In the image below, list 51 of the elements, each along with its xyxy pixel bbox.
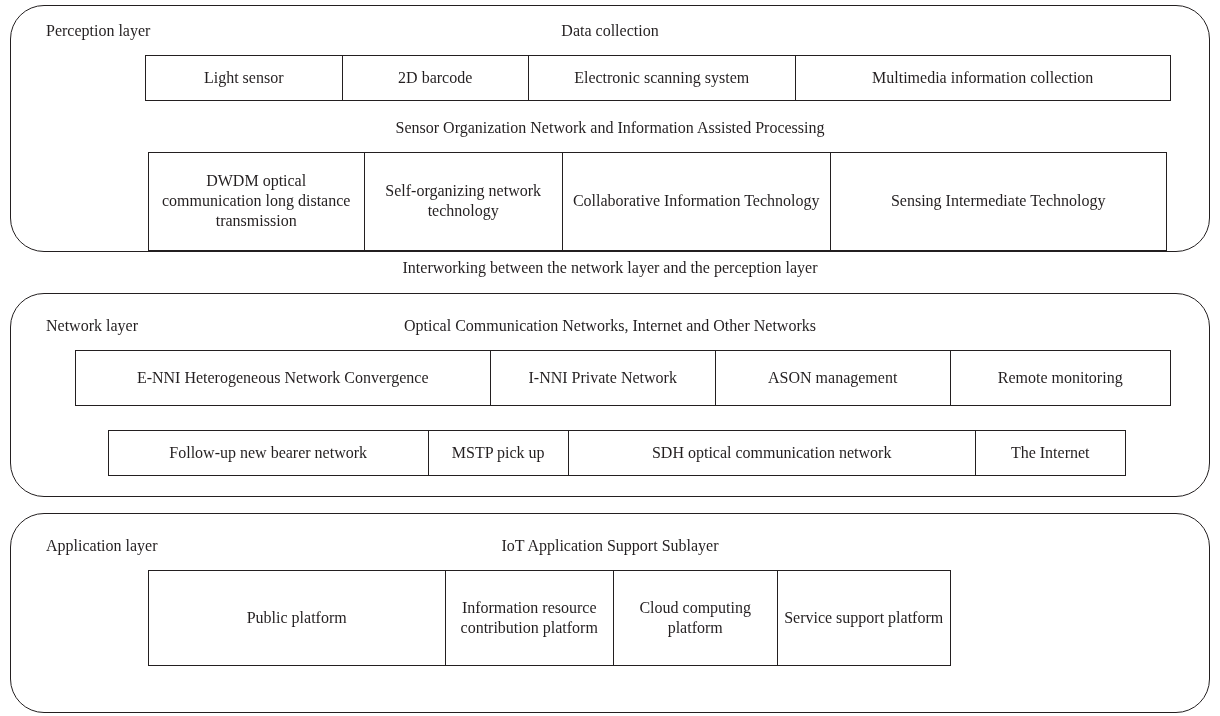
section-heading: Sensor Organization Network and Information Assisted Processing [395, 118, 825, 138]
section-heading: Data collection [561, 21, 659, 41]
component-label: I-NNI Private Network [528, 367, 677, 388]
component-label: Service support platform [784, 607, 944, 628]
component-box [144, 54, 343, 101]
component-box [714, 349, 951, 406]
component-label: Sensing Intermediate Technology [890, 191, 1106, 212]
component-box [561, 151, 831, 251]
component-label: Cloud computing platform [638, 597, 752, 638]
component-label: 2D barcode [398, 67, 473, 88]
component-label: Self-organizing network technology [384, 181, 542, 222]
interlayer-note: Interworking between the network layer and the perception layer [402, 258, 818, 278]
component-label: E-NNI Heterogeneous Network Convergence [136, 367, 429, 388]
component-box [74, 349, 491, 406]
layer-panel [10, 293, 1210, 497]
section-heading: IoT Application Support Sublayer [501, 536, 719, 556]
component-label: Collaborative Information Technology [572, 191, 820, 212]
component-label: Public platform [246, 607, 347, 628]
component-label: Electronic scanning system [574, 67, 750, 88]
component-box [974, 429, 1126, 476]
component-box [829, 151, 1167, 251]
layer-title: Perception layer [46, 21, 151, 41]
component-box [489, 349, 716, 406]
component-label: SDH optical communication network [651, 442, 892, 463]
component-label: The Internet [1010, 442, 1090, 463]
component-box [444, 569, 614, 666]
component-box [612, 569, 778, 666]
component-label: Follow-up new bearer network [169, 442, 368, 463]
component-label: Information resource contribution platform [459, 597, 599, 638]
component-label: ASON management [768, 367, 898, 388]
component-box [427, 429, 569, 476]
component-label: Multimedia information collection [872, 67, 1094, 88]
layer-panel [10, 5, 1210, 252]
component-label: Light sensor [203, 67, 284, 88]
component-box [949, 349, 1171, 406]
component-box [341, 54, 529, 101]
component-box [147, 151, 365, 251]
component-box [363, 151, 563, 251]
component-label: MSTP pick up [451, 442, 545, 463]
component-box [567, 429, 976, 476]
component-box [776, 569, 951, 666]
layer-title: Network layer [46, 316, 138, 336]
component-label: DWDM optical communication long distance transmission [161, 171, 352, 232]
component-box [147, 569, 446, 666]
layer-panel [10, 513, 1210, 713]
component-box [794, 54, 1171, 101]
section-heading: Optical Communication Networks, Internet and Other Networks [404, 316, 816, 336]
component-box [527, 54, 796, 101]
component-label: Remote monitoring [997, 367, 1123, 388]
layer-title: Application layer [46, 536, 158, 556]
component-box [107, 429, 429, 476]
